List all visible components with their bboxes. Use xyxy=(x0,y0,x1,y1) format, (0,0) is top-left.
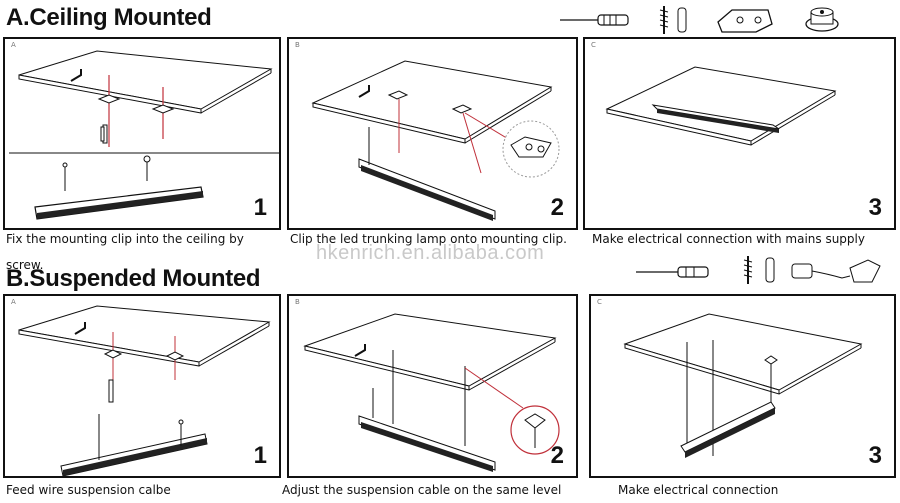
panel-letter: A xyxy=(11,41,16,49)
suspended-step2-illustration xyxy=(303,313,560,472)
caption-ceiling-1: Fix the mounting clip into the ceiling b… xyxy=(6,232,244,272)
caption-ceiling-3: Make electrical connection with mains su… xyxy=(592,232,865,246)
suspension-kit-icon xyxy=(791,259,881,283)
step-number: 2 xyxy=(550,442,564,469)
step-panel-suspended-1: A 1 xyxy=(3,294,281,478)
panel-letter: A xyxy=(11,298,16,306)
ceiling-step2-illustration xyxy=(311,60,560,221)
ceiling-step3-illustration xyxy=(605,66,837,146)
suspended-step1-illustration xyxy=(18,305,271,476)
step-panel-ceiling-2: B 2 xyxy=(287,37,578,230)
step-number: 1 xyxy=(253,442,267,469)
watermark-text: hkenrich.en.alibaba.com xyxy=(316,242,545,264)
step-number: 3 xyxy=(868,442,882,469)
screw-anchor-icon xyxy=(743,256,775,284)
step-number: 3 xyxy=(868,194,882,221)
tools-row-ceiling xyxy=(560,6,839,34)
section-title-suspended: B.Suspended Mounted xyxy=(6,265,261,292)
screwdriver-icon xyxy=(636,266,709,278)
step-panel-suspended-2: B 2 xyxy=(287,294,578,478)
caption-ceiling-2: Clip the led trunking lamp onto mounting… xyxy=(290,232,567,246)
mounting-clip-icon xyxy=(717,9,773,33)
ceiling-rose-icon xyxy=(805,7,839,32)
section-title-ceiling: A.Ceiling Mounted xyxy=(6,4,212,31)
step-number: 2 xyxy=(550,194,564,221)
panel-letter: C xyxy=(597,298,602,306)
ceiling-step1-illustration xyxy=(9,50,279,220)
step-panel-suspended-3: C 3 xyxy=(589,294,896,478)
caption-suspended-2: Adjust the suspension cable on the same … xyxy=(282,483,562,497)
step-panel-ceiling-1: A 1 xyxy=(3,37,281,230)
screw-anchor-icon xyxy=(659,6,687,34)
screwdriver-icon xyxy=(560,14,629,26)
tools-row-suspended xyxy=(636,256,881,284)
suspended-step3-illustration xyxy=(623,313,863,458)
step-panel-ceiling-3: C 3 xyxy=(583,37,896,230)
caption-suspended-3: Make electrical connection xyxy=(618,483,779,497)
panel-letter: C xyxy=(591,41,596,49)
step-number: 1 xyxy=(253,194,267,221)
panel-letter: B xyxy=(295,298,300,306)
caption-suspended-1: Feed wire suspension calbe xyxy=(6,483,171,497)
panel-letter: B xyxy=(295,41,300,49)
